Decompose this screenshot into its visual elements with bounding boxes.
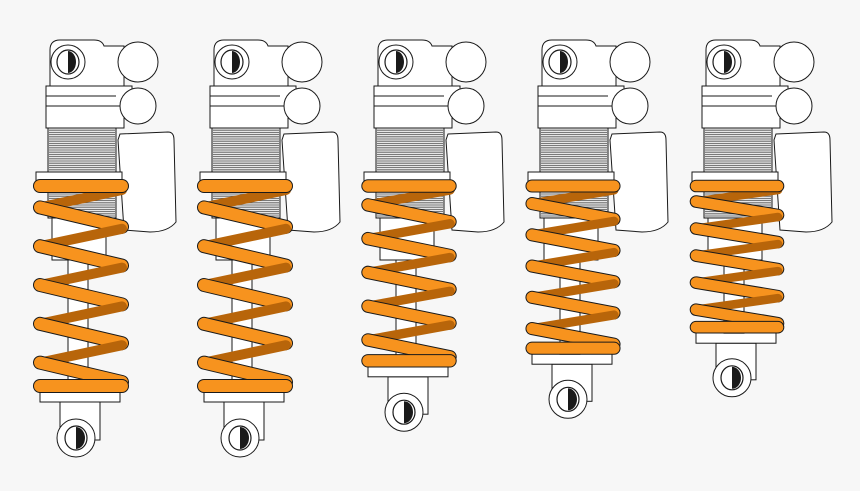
spring-coil-front <box>690 250 784 275</box>
rebound-knob <box>117 41 159 83</box>
spring-coil-front <box>690 277 784 302</box>
spring-coil-front <box>690 223 784 248</box>
top-head-base <box>537 105 617 129</box>
shock-1 <box>33 39 177 458</box>
coil-spring <box>689 179 785 334</box>
reservoir <box>773 131 833 233</box>
compression-knob <box>775 87 813 125</box>
shock-2 <box>197 39 341 458</box>
spring-coil-front <box>526 291 620 319</box>
compression-knob <box>283 87 321 125</box>
spring-coil-front <box>526 323 620 350</box>
coil-spring <box>33 179 129 393</box>
coil-spring <box>525 179 621 355</box>
spring-coil-front <box>198 317 292 350</box>
shock-4 <box>525 39 669 419</box>
spring-coil-front <box>34 317 128 350</box>
spring-coil-front <box>362 334 456 363</box>
spring-coil-front <box>198 279 292 311</box>
spring-coil-front <box>198 240 292 272</box>
spring-coil-front <box>362 199 456 228</box>
top-head <box>373 39 487 129</box>
reservoir <box>609 131 669 233</box>
lower-eyelet-bushing <box>404 401 413 424</box>
top-head <box>209 39 323 129</box>
spring-coil-front <box>34 240 128 272</box>
top-eyelet-bushing <box>68 51 76 73</box>
top-eyelet-bushing <box>724 51 732 73</box>
compression-knob <box>611 87 649 125</box>
shock-5 <box>689 39 833 398</box>
top-head-base <box>373 105 453 129</box>
spring-coil-front <box>34 279 128 311</box>
top-head-base <box>209 105 289 129</box>
spring-coil-front <box>362 232 456 262</box>
reservoir <box>281 131 341 233</box>
top-eyelet-bushing <box>232 51 240 73</box>
compression-knob <box>447 87 485 125</box>
coil-spring <box>361 179 457 368</box>
spring-coil-front <box>526 229 620 257</box>
spring-coil-front <box>198 356 292 388</box>
spring-coil-front <box>198 201 292 233</box>
lower-eyelet <box>712 342 757 398</box>
lower-eyelet-bushing <box>568 388 577 411</box>
coil-spring <box>197 179 293 393</box>
spring-coil-front <box>34 356 128 388</box>
spring-coil-front <box>362 266 456 295</box>
lower-eyelet-bushing <box>240 427 249 449</box>
lower-eyelet <box>548 363 593 419</box>
rebound-knob <box>445 41 487 83</box>
lower-eyelet <box>384 376 429 432</box>
top-eyelet-bushing <box>560 51 568 73</box>
rebound-knob <box>773 41 815 83</box>
reservoir <box>117 131 177 233</box>
top-head <box>45 39 159 129</box>
top-head-base <box>45 105 125 129</box>
reservoir <box>445 131 505 233</box>
shock-3 <box>361 39 505 432</box>
compression-knob <box>119 87 157 125</box>
rebound-knob <box>609 41 651 83</box>
top-head-base <box>701 105 781 129</box>
lower-eyelet <box>56 401 101 458</box>
lower-eyelet <box>220 401 265 458</box>
rebound-knob <box>281 41 323 83</box>
spring-coil-front <box>526 198 620 225</box>
lower-eyelet-bushing <box>732 366 741 389</box>
spring-coil-front <box>34 201 128 233</box>
spring-coil-front <box>362 300 456 329</box>
spring-coil-front <box>526 260 620 288</box>
top-head <box>537 39 651 129</box>
spring-coil-front <box>690 196 784 221</box>
lower-eyelet-bushing <box>76 427 85 449</box>
top-head <box>701 39 815 129</box>
top-eyelet-bushing <box>396 51 404 73</box>
